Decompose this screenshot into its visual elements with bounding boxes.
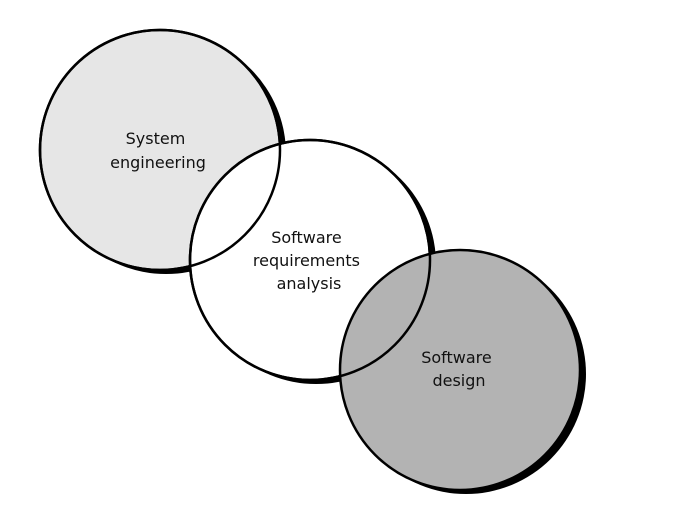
label-software-requirements-analysis-line-3: analysis <box>277 274 342 293</box>
circle-system-engineering-outline <box>38 28 282 272</box>
label-software-design-line-1: Software <box>421 348 492 367</box>
label-system-engineering-line-1: System <box>126 129 186 148</box>
label-software-design-line-2: design <box>432 371 485 390</box>
label-system-engineering: System engineering <box>110 129 206 172</box>
label-software-requirements-analysis-line-1: Software <box>271 228 342 247</box>
label-system-engineering-line-2: engineering <box>110 153 206 172</box>
circle-software-requirements-analysis-outline <box>188 138 432 382</box>
circle-software-design-disc <box>338 248 582 492</box>
label-software-requirements-analysis: Software requirements analysis <box>253 228 365 293</box>
circle-software-design <box>338 248 586 494</box>
label-software-requirements-analysis-line-2: requirements <box>253 251 360 270</box>
label-software-design: Software design <box>421 348 497 390</box>
